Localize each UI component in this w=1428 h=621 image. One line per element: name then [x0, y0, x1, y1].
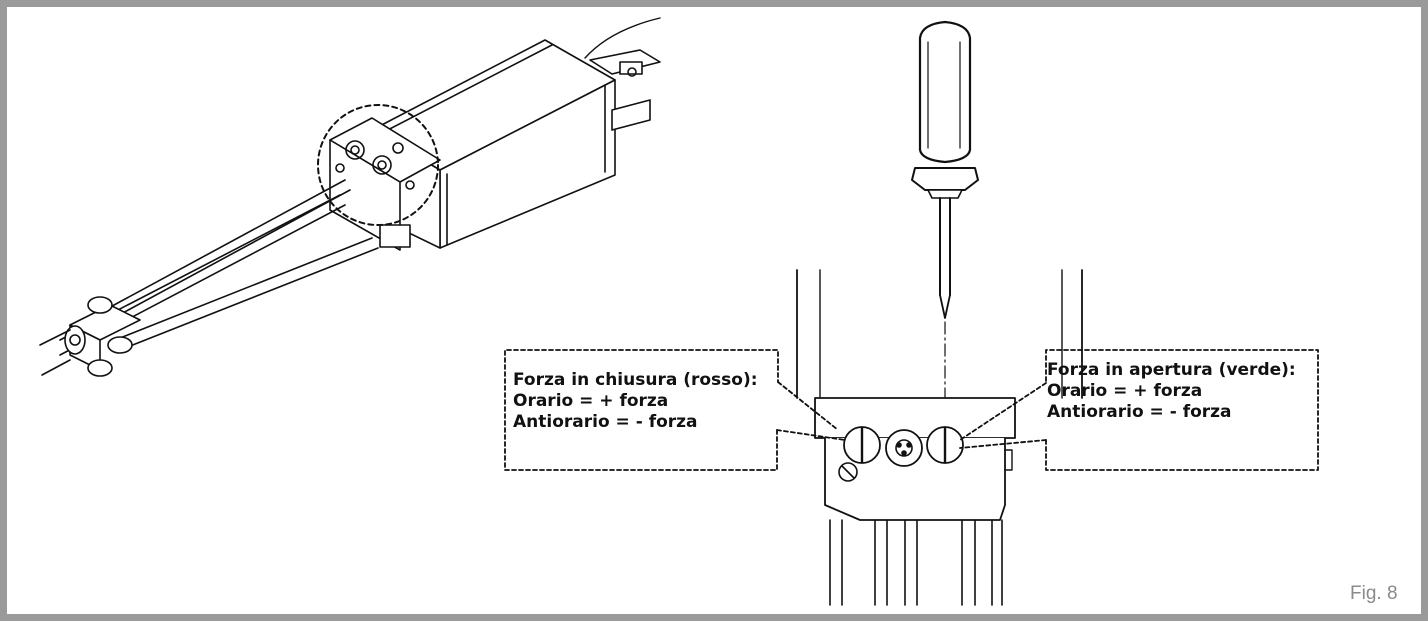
figure-label: Fig. 8: [1350, 583, 1398, 604]
callout-opening-title: Forza in apertura (verde):: [1047, 360, 1296, 380]
screwdriver-icon: [911, 20, 979, 319]
front-fork: [39, 296, 141, 377]
actuator-assembly: [39, 17, 661, 377]
callout-frames: [504, 349, 1319, 471]
callout-closing-force: Forza in chiusura (rosso): Orario = + fo…: [513, 370, 758, 433]
callout-closing-counterclockwise: Antiorario = - forza: [513, 412, 698, 432]
detail-circle: [317, 104, 439, 226]
housing-detail: [796, 269, 1083, 606]
callout-opening-clockwise: Orario = + forza: [1047, 381, 1203, 401]
connector: [885, 429, 923, 467]
callout-closing-clockwise: Orario = + forza: [513, 391, 669, 411]
end-block: [329, 117, 441, 251]
power-cable: [584, 17, 661, 59]
callout-closing-title: Forza in chiusura (rosso):: [513, 370, 758, 390]
rear-bracket: [589, 49, 661, 131]
callout-opening-force: Forza in apertura (verde): Orario = + fo…: [1047, 360, 1296, 423]
callout-opening-counterclockwise: Antiorario = - forza: [1047, 402, 1232, 422]
